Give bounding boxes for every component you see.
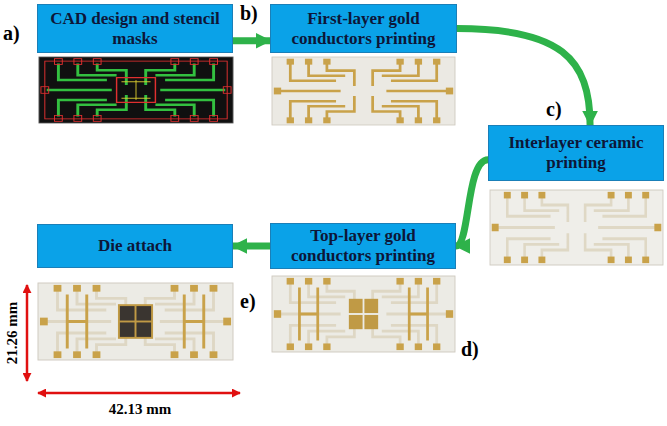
- process-box: Interlayer ceramic printing: [488, 125, 664, 181]
- dimension-arrow: [38, 392, 240, 395]
- step-text: CAD design and stencil masks: [44, 9, 226, 48]
- dimension-label: 21.26 mm: [4, 302, 21, 365]
- board-photo: [272, 276, 455, 352]
- flow-arrow: [456, 160, 488, 246]
- step-text: Die attach: [98, 236, 172, 256]
- step-text: Interlayer ceramic printing: [495, 133, 657, 172]
- step-letter: d): [461, 338, 479, 360]
- board-photo: [272, 57, 455, 125]
- process-box: Die attach: [37, 224, 233, 268]
- flow-arrow: [457, 29, 590, 126]
- process-box: Top-layer gold conductors printing: [270, 223, 456, 269]
- board-photo: [490, 190, 663, 265]
- step-letter: c): [546, 98, 562, 120]
- board-photo: [38, 283, 233, 360]
- process-box: CAD design and stencil masks: [37, 4, 233, 53]
- step-letter: a): [3, 22, 20, 44]
- dimension-label: 42.13 mm: [109, 401, 172, 418]
- dimension-arrow: [26, 285, 29, 381]
- flow-arrow: [233, 37, 270, 44]
- step-letter: b): [240, 2, 258, 24]
- step-letter: e): [240, 290, 256, 312]
- flow-arrow: [233, 243, 270, 250]
- step-text: Top-layer gold conductors printing: [277, 226, 449, 265]
- step-text: First-layer gold conductors printing: [277, 9, 450, 48]
- process-box: First-layer gold conductors printing: [270, 4, 457, 53]
- cad-image: [39, 57, 233, 123]
